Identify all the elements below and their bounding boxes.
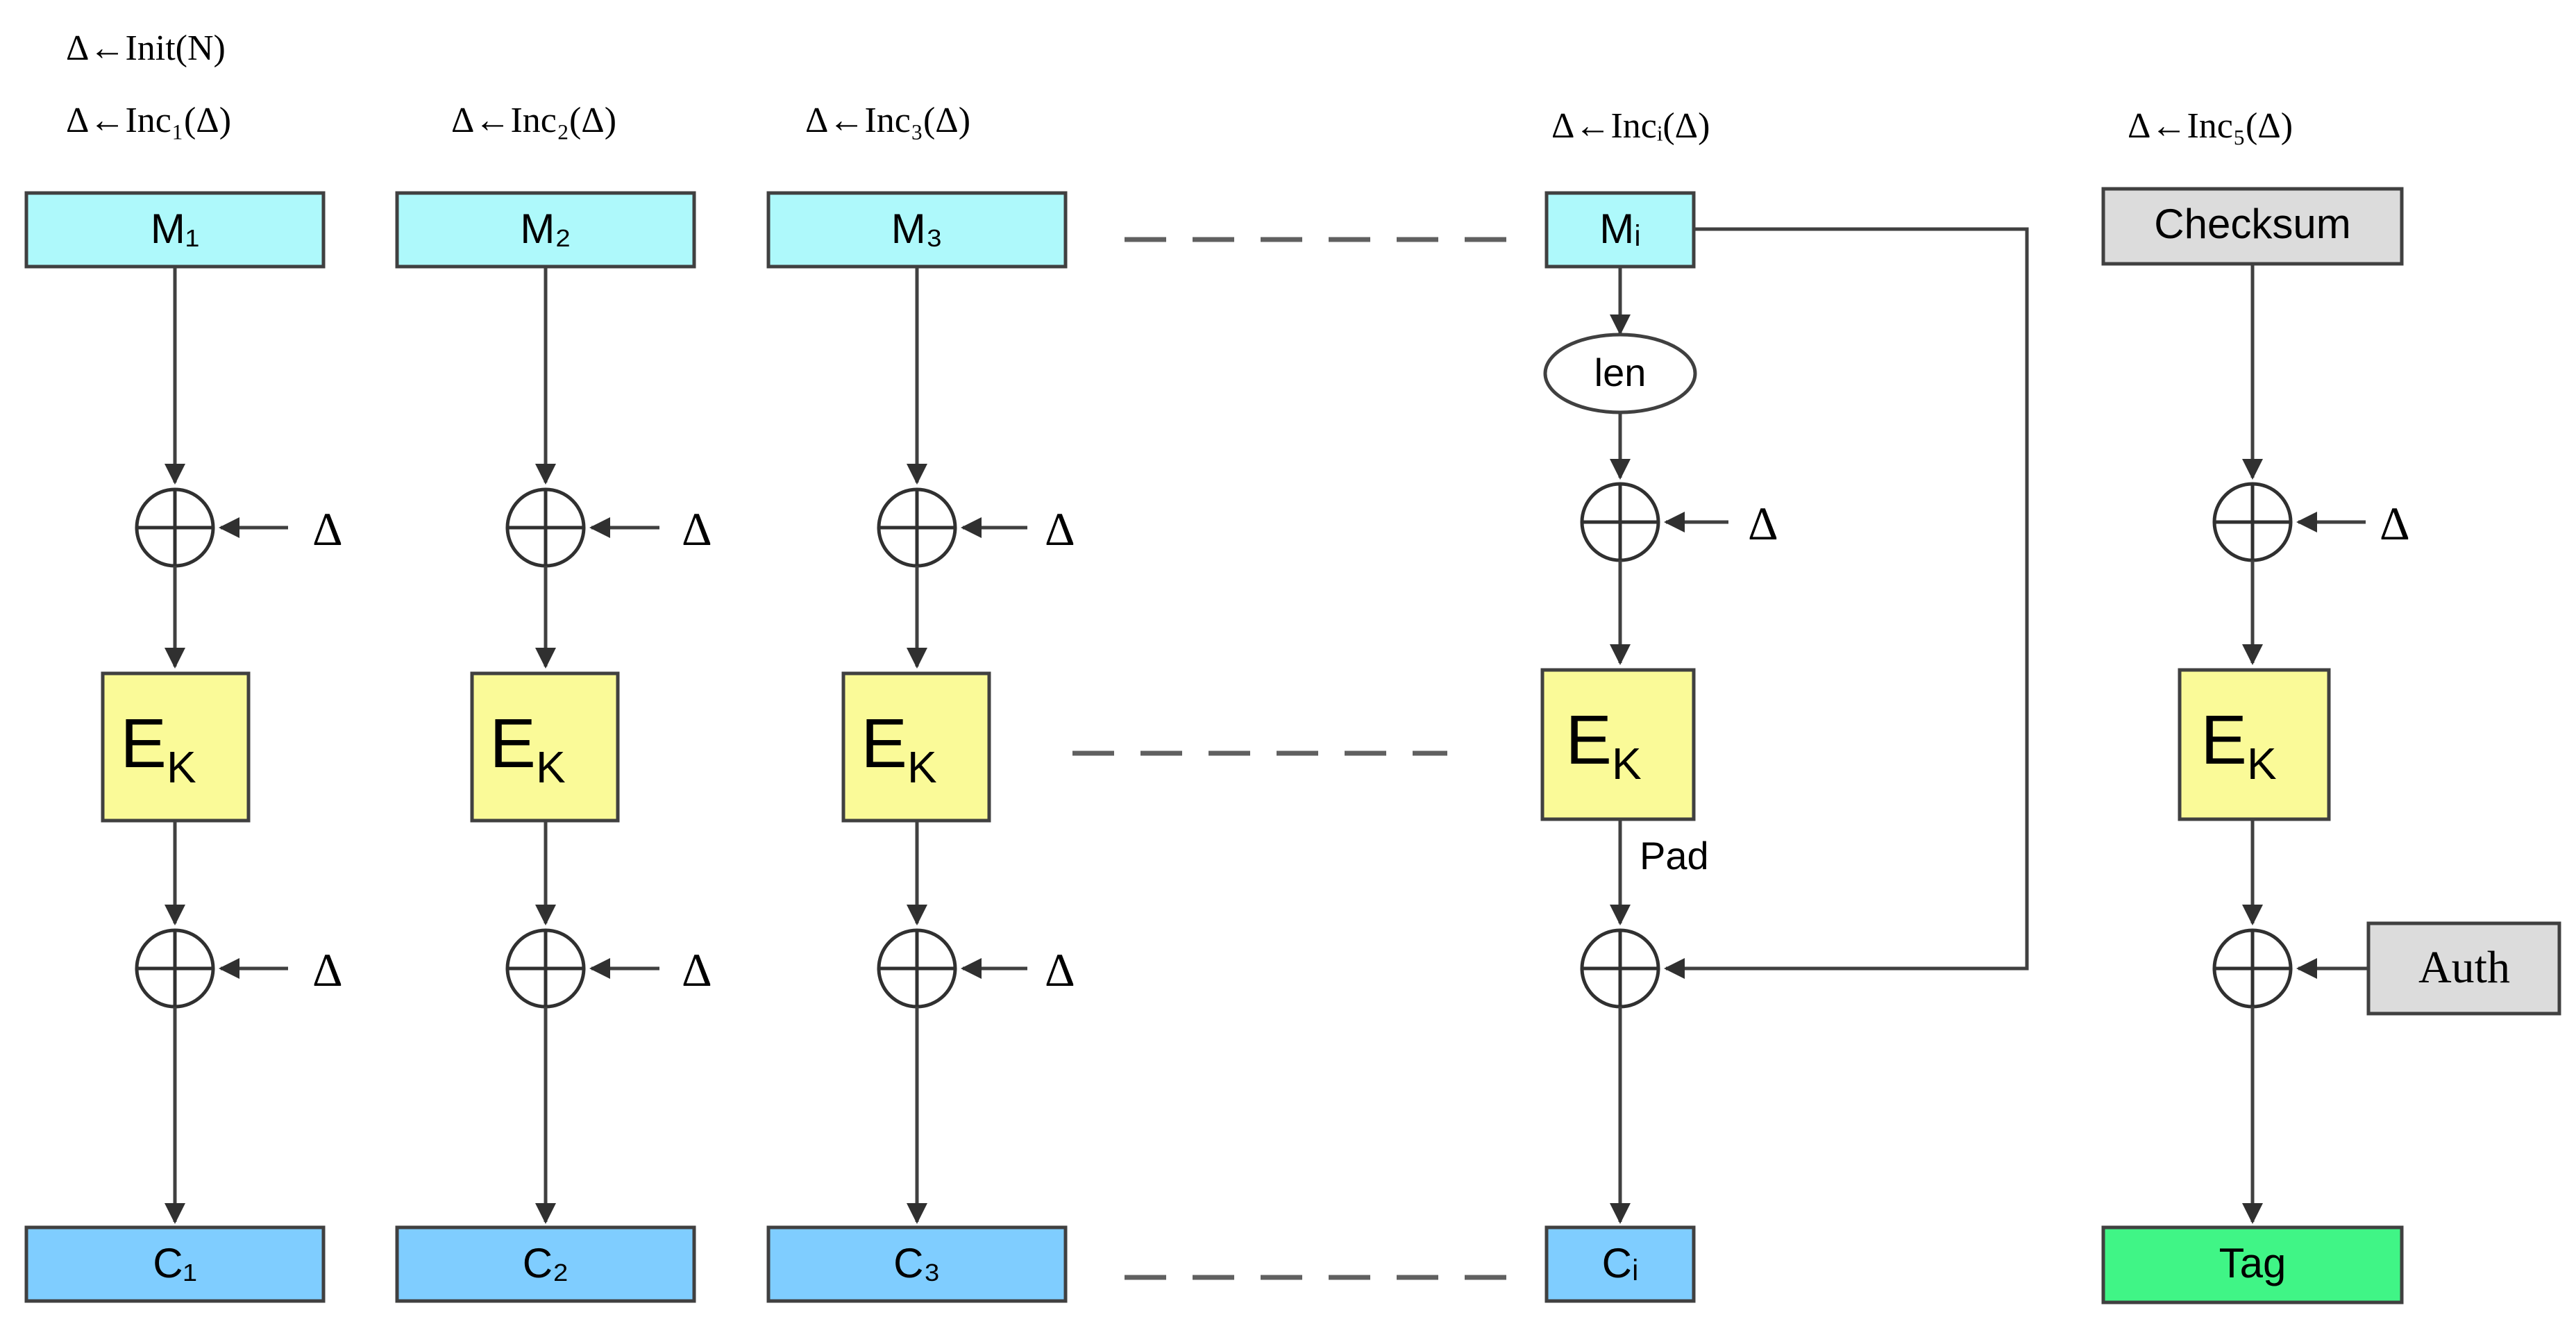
column-tag: Checksum Δ EK Auth Tag — [2101, 187, 2561, 1304]
label-inc5: Δ←Inc₅(Δ) — [2128, 106, 2293, 146]
column-2: M₂ Δ EK Δ C₂ — [395, 191, 712, 1303]
block-c1 — [24, 1225, 326, 1303]
len-label: len — [1594, 351, 1647, 394]
block-c3 — [766, 1225, 1068, 1303]
block-tag-label: Tag — [2219, 1240, 2287, 1286]
xor-tag-bottom — [2212, 928, 2293, 1009]
block-ek-3 — [841, 671, 991, 823]
delta-3-bottom: Δ — [1045, 943, 1075, 996]
xor-2-bottom — [505, 928, 586, 1009]
xor-3-top — [877, 487, 957, 568]
xor-2-top — [505, 487, 586, 568]
label-inc2: Δ←Inc₂(Δ) — [451, 101, 616, 140]
delta-2-top: Δ — [682, 503, 712, 555]
block-ek-1-label: EK — [120, 705, 196, 792]
block-m3-label: M₃ — [891, 205, 943, 252]
block-ek-2-label: EK — [489, 705, 565, 792]
block-ek-2 — [470, 671, 620, 823]
block-ek-3-label: EK — [861, 705, 936, 792]
mi-bypass-line — [1664, 227, 2029, 979]
xor-1-bottom — [135, 928, 215, 1009]
delta-1-top: Δ — [312, 503, 343, 555]
block-ek-tag-label: EK — [2200, 701, 2276, 789]
pad-label: Pad — [1640, 834, 1709, 878]
block-auth-label: Auth — [2418, 942, 2510, 993]
label-inci: Δ←Incᵢ(Δ) — [1551, 106, 1710, 146]
block-m2 — [395, 191, 696, 269]
block-ci — [1544, 1225, 1696, 1303]
xor-i-top — [1580, 482, 1660, 562]
xor-3-bottom — [877, 928, 957, 1009]
block-m2-label: M₂ — [520, 205, 571, 252]
block-c2 — [395, 1225, 696, 1303]
column-1: M₁ Δ EK Δ C₁ — [24, 191, 343, 1303]
block-ek-i — [1540, 668, 1696, 821]
column-i: Mᵢ len Δ EK Pad Cᵢ — [1540, 191, 2029, 1303]
label-inc3: Δ←Inc₃(Δ) — [805, 101, 970, 140]
block-c3-label: C₃ — [893, 1240, 941, 1286]
label-init: Δ←Init(N) — [66, 28, 226, 68]
xor-i-bottom — [1580, 928, 1660, 1009]
block-checksum-label: Checksum — [2154, 201, 2350, 247]
block-tag — [2101, 1225, 2404, 1304]
block-mi-label: Mᵢ — [1599, 205, 1640, 252]
block-m1-label: M₁ — [151, 205, 199, 252]
delta-1-bottom: Δ — [312, 943, 343, 996]
block-ek-i-label: EK — [1565, 701, 1641, 789]
block-checksum — [2101, 187, 2404, 266]
block-ek-1 — [101, 671, 251, 823]
block-c2-label: C₂ — [523, 1240, 569, 1286]
delta-3-top: Δ — [1045, 503, 1075, 555]
column-3: M₃ Δ EK Δ C₃ — [766, 191, 1075, 1303]
block-c1-label: C₁ — [153, 1240, 197, 1286]
delta-2-bottom: Δ — [682, 943, 712, 996]
delta-i-top: Δ — [1748, 497, 1778, 550]
block-auth — [2366, 921, 2561, 1016]
xor-tag-top — [2212, 482, 2293, 562]
delta-tag-top: Δ — [2380, 497, 2410, 550]
block-ci-label: Cᵢ — [1602, 1240, 1639, 1286]
label-inc1: Δ←Inc₁(Δ) — [66, 101, 231, 140]
xor-1-top — [135, 487, 215, 568]
